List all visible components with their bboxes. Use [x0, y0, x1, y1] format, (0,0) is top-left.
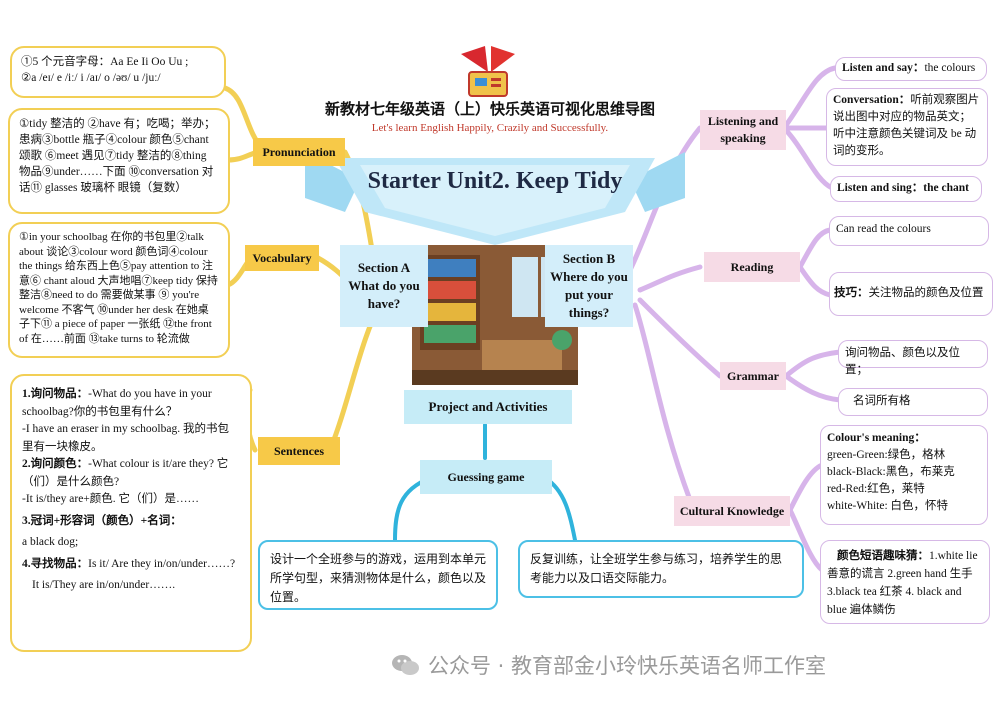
cultural-knowledge-label: Cultural Knowledge — [674, 496, 790, 526]
watermark-text: 公众号 · 教育部金小玲快乐英语名师工作室 — [428, 654, 827, 678]
reading-tip-heading: 技巧： — [834, 287, 869, 299]
pronunciation-line-2: ②a /eɪ/ e /iː/ i /aɪ/ o /əʊ/ u /juː/ — [21, 72, 161, 84]
grammar-box-2: 名词所有格 — [838, 388, 988, 416]
colour-meaning-box: Colour's meaning： green-Green:绿色，格林 blac… — [820, 425, 988, 525]
vocabulary-phrases-box: ①in your schoolbag 在你的书包里②talk about 谈论③… — [8, 222, 230, 358]
conversation-heading: Conversation： — [833, 94, 911, 106]
conversation-text: 听前观察图片说出图中对应的物品英文；听中注意颜色关键词及 be 动词的变形。 — [833, 94, 980, 157]
unit-banner: Starter Unit2. Keep Tidy — [305, 140, 685, 255]
game-description-box: 设计一个全班参与的游戏，运用到本单元所学句型，来猜测物体是什么，颜色以及位置。 — [258, 540, 498, 610]
sentence-text-3: -What colour is it/are they? 它（们）是什么颜色? — [22, 458, 229, 488]
game-goal-box: 反复训练，让全班学生参与练习，培养学生的思考能力以及口语交际能力。 — [518, 540, 804, 598]
section-a-node: Section A What do you have? — [340, 245, 428, 327]
sentence-text-7: It is/They are in/on/under……. — [32, 579, 176, 591]
colour-meaning-1: green-Green:绿色，格林 — [827, 449, 946, 461]
grammar-label: Grammar — [720, 362, 786, 390]
listen-say-text: the colours — [924, 62, 976, 74]
project-activities-node: Project and Activities — [404, 390, 572, 424]
sentence-heading-4: 4.寻找物品： — [22, 557, 89, 570]
reading-box-2: 技巧：关注物品的颜色及位置 — [829, 272, 993, 316]
sentences-label: Sentences — [258, 437, 340, 465]
pronunciation-line-1: ①5 个元音字母：Aa Ee Ii Oo Uu ; — [21, 56, 189, 68]
sentence-text-2: -I have an eraser in my schoolbag. 我的书包里… — [22, 423, 229, 453]
sentence-text-6: Is it/ Are they in/on/under……? — [88, 557, 236, 570]
book-logo-icon — [461, 46, 515, 97]
reading-box-1: Can read the colours — [829, 216, 989, 246]
unit-banner-title: Starter Unit2. Keep Tidy — [367, 168, 623, 194]
listen-sing-box: Listen and sing：the chant — [830, 176, 982, 202]
listen-say-box: Listen and say：the colours — [835, 57, 987, 81]
header-logo — [455, 42, 521, 100]
pronunciation-box: ①5 个元音字母：Aa Ee Ii Oo Uu ; ②a /eɪ/ e /iː/… — [10, 46, 226, 98]
grammar-box-1: 询问物品、颜色以及位置； — [838, 340, 988, 376]
pronunciation-label: Pronunciation — [253, 138, 345, 166]
colour-phrases-heading: 颜色短语趣味猜： — [837, 550, 929, 562]
colour-meaning-4: white-White: 白色，怀特 — [827, 500, 949, 512]
listening-speaking-label: Listening and speaking — [700, 110, 786, 150]
conversation-box: Conversation：听前观察图片说出图中对应的物品英文；听中注意颜色关键词… — [826, 88, 988, 166]
wechat-icon — [392, 655, 419, 675]
colour-phrases-box: 颜色短语趣味猜：1.white lie 善意的谎言 2.green hand 生… — [820, 540, 990, 624]
sentence-text-4: -It is/they are+颜色. 它（们）是…… — [22, 493, 200, 505]
colour-meaning-2: black-Black:黑色，布莱克 — [827, 466, 955, 478]
vocabulary-words-box: ①tidy 整洁的 ②have 有；吃喝；举办；患病③bottle 瓶子④col… — [8, 108, 230, 214]
page-subtitle: Let's learn English Happily, Crazily and… — [371, 122, 609, 134]
reading-tip-text: 关注物品的颜色及位置 — [868, 287, 984, 299]
colour-meaning-3: red-Red:红色，莱特 — [827, 483, 925, 495]
reading-label: Reading — [704, 252, 800, 282]
sentences-box: 1.询问物品：-What do you have in your schoolb… — [10, 374, 252, 652]
sentence-heading-3: 3.冠词+形容词（颜色）+名词： — [22, 514, 182, 527]
listen-say-heading: Listen and say： — [842, 62, 925, 74]
page-title: 新教材七年级英语（上）快乐英语可视化思维导图 — [324, 102, 655, 118]
vocabulary-label: Vocabulary — [245, 245, 319, 271]
sentence-heading-1: 1.询问物品： — [22, 388, 89, 400]
sentence-text-5: a black dog; — [22, 536, 79, 548]
colour-meaning-heading: Colour's meaning： — [827, 432, 926, 444]
banner-ribbon-icon — [305, 152, 685, 245]
sentence-text-1: -What do you have in your schoolbag?你的书包… — [22, 388, 212, 418]
watermark: 公众号 · 教育部金小玲快乐英语名师工作室 — [390, 648, 980, 682]
section-b-node: Section B Where do you put your things? — [545, 245, 633, 327]
guessing-game-label: Guessing game — [420, 460, 552, 494]
sentence-heading-2: 2.询问颜色： — [22, 458, 89, 470]
colour-phrases-text: 1.white lie 善意的谎言 2.green hand 生手 3.blac… — [827, 550, 978, 616]
